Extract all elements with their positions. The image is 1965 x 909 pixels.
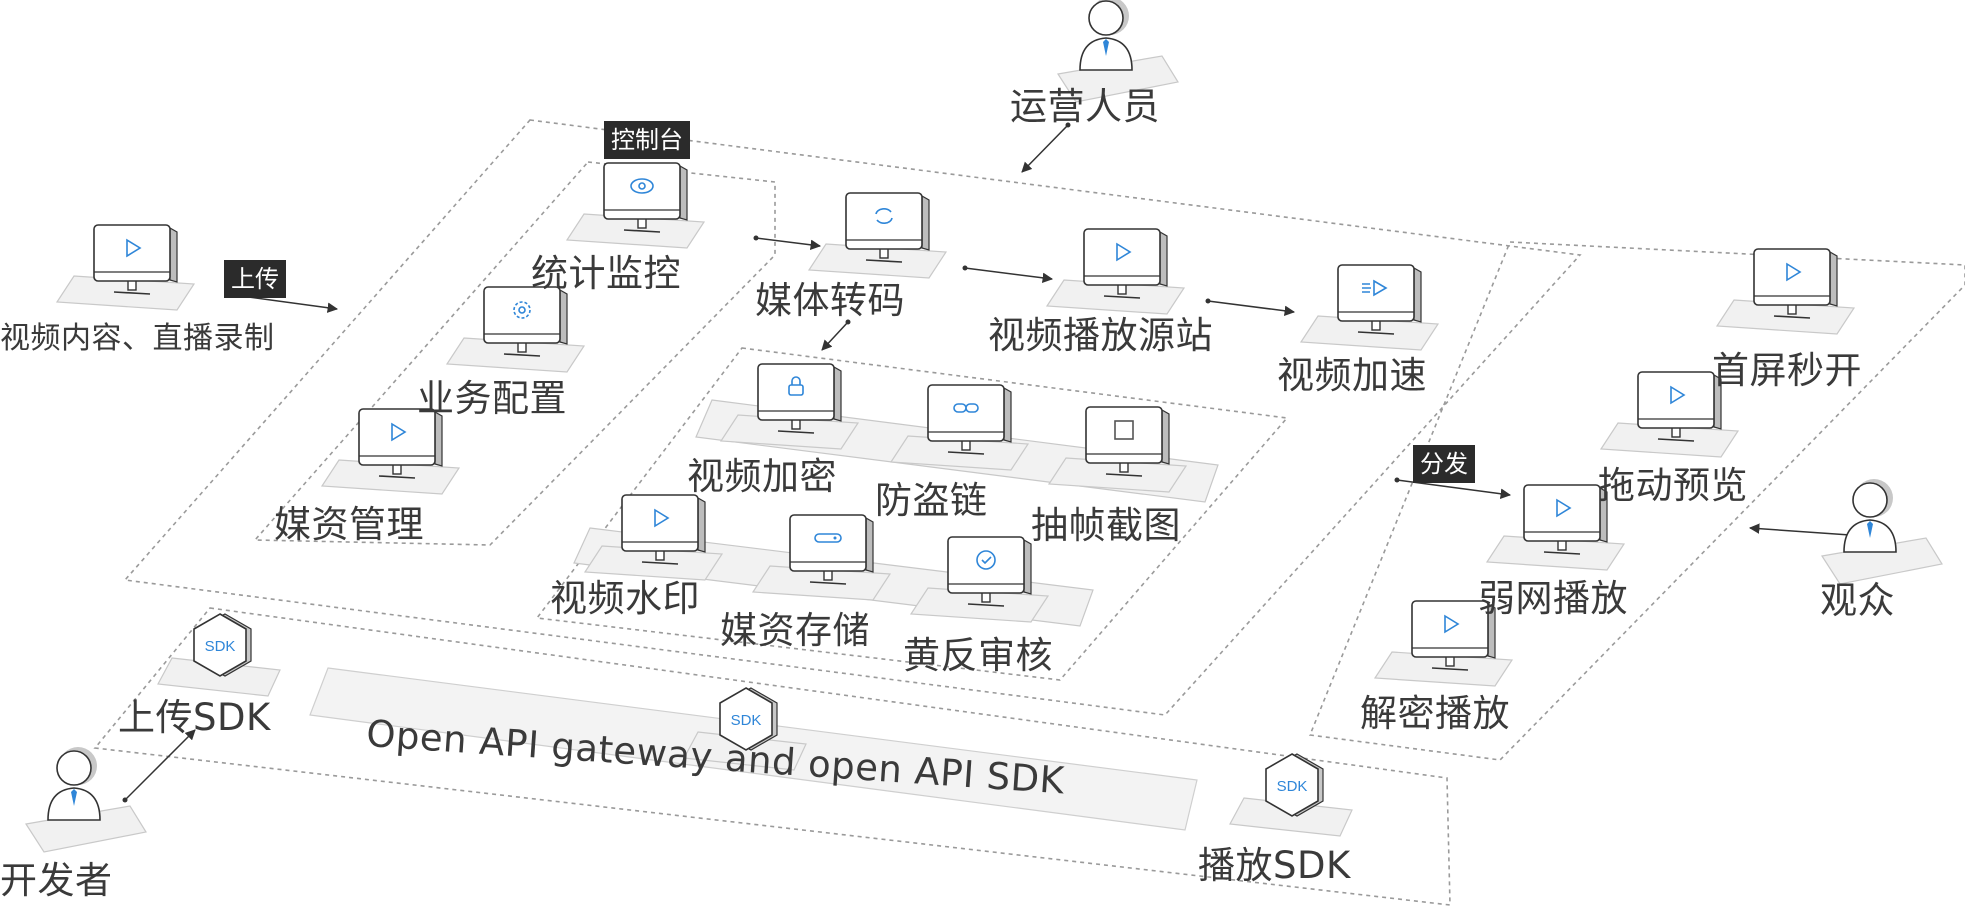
config-monitor (445, 286, 586, 373)
monitor-label: 统计监控 (531, 252, 681, 295)
sdk-region (93, 607, 1451, 906)
eye-icon (630, 178, 654, 194)
sdk-badge-text: SDK (731, 712, 762, 729)
media-asset-mgmt-label: 媒资管理 (274, 503, 424, 546)
check-icon (976, 550, 996, 570)
transcode-monitor (807, 192, 948, 279)
play-icon (1556, 498, 1572, 518)
player-sdk-icon: SDK (1229, 753, 1353, 837)
fast-start-monitor (1715, 248, 1856, 335)
accelerate-icon (1362, 279, 1388, 297)
upload-sdk-icon: SDK (157, 613, 281, 697)
encrypt-monitor (719, 363, 860, 450)
drag-preview-label: 拖动预览 (1598, 464, 1748, 507)
play-icon (126, 238, 142, 258)
square-icon (1114, 420, 1134, 440)
arrow-transcode-origin (964, 267, 1054, 284)
media-asset-monitor (320, 408, 461, 495)
origin-label: 视频播放源站 (988, 314, 1213, 357)
play-icon (391, 422, 407, 442)
config-label: 业务配置 (417, 377, 567, 420)
storage-label: 媒资存储 (720, 609, 870, 652)
storage-monitor (751, 514, 892, 601)
decrypt-play-label: 解密播放 (1360, 692, 1510, 735)
snapshot-monitor (1047, 406, 1188, 493)
operator-label: 运营人员 (1010, 85, 1160, 128)
source-monitor (55, 224, 196, 311)
source-label: 视频内容、直播录制 (0, 321, 275, 356)
arrow-transcode-services (821, 321, 849, 351)
hotlink-monitor (889, 384, 1030, 471)
encrypt-label: 视频加密 (687, 455, 837, 498)
snapshot-label: 抽帧截图 (1031, 504, 1181, 547)
sdk-badge-text: SDK (1277, 778, 1308, 795)
accel-monitor (1299, 264, 1440, 351)
arrow-developer (124, 729, 196, 801)
arrow-origin-accel (1207, 300, 1296, 317)
watermark-monitor (583, 494, 724, 581)
distribute-tag: 分发 (1413, 445, 1475, 483)
developer-label: 开发者 (0, 859, 113, 902)
upload-sdk-label: 上传SDK (118, 696, 271, 739)
operator-icon (1057, 0, 1179, 103)
transcode-label: 媒体转码 (755, 279, 905, 322)
weak-network-label: 弱网播放 (1478, 577, 1628, 620)
audience-label: 观众 (1820, 579, 1895, 622)
gear-icon (513, 301, 531, 319)
weak-network-monitor (1485, 484, 1626, 571)
drag-preview-monitor (1599, 371, 1740, 458)
accel-label: 视频加速 (1277, 354, 1427, 397)
watermark-label: 视频水印 (550, 577, 700, 620)
upload-tag: 上传 (224, 260, 286, 298)
sdk-badge-text: SDK (205, 638, 236, 655)
lock-icon (788, 376, 804, 396)
link-icon (953, 403, 979, 413)
console-tag: 控制台 (604, 121, 690, 159)
services-panel (535, 347, 1289, 681)
origin-monitor (1045, 228, 1186, 315)
play-icon (654, 508, 670, 528)
hotlink-label: 防盗链 (875, 479, 988, 522)
review-label: 黄反审核 (903, 634, 1053, 677)
console-panel (253, 161, 776, 546)
audience-icon (1821, 479, 1943, 585)
play-icon (1786, 262, 1802, 282)
api-sdk-icon: SDK (683, 687, 807, 771)
play-icon (1444, 614, 1460, 634)
review-monitor (909, 536, 1050, 623)
storage-icon (814, 533, 842, 543)
arrow-audience (1748, 523, 1851, 536)
player-sdk-label: 播放SDK (1198, 844, 1351, 887)
play-icon (1116, 242, 1132, 262)
monitor-monitor (565, 162, 706, 249)
arrow-operator (1021, 124, 1069, 173)
decrypt-play-monitor (1373, 600, 1514, 687)
developer-icon (25, 747, 147, 853)
play-icon (1670, 385, 1686, 405)
console-region (123, 119, 1582, 716)
fast-start-label: 首屏秒开 (1712, 349, 1862, 392)
player-region (1308, 241, 1965, 761)
arrow-monitor-transcode (755, 237, 822, 251)
transcode-icon (875, 208, 893, 224)
